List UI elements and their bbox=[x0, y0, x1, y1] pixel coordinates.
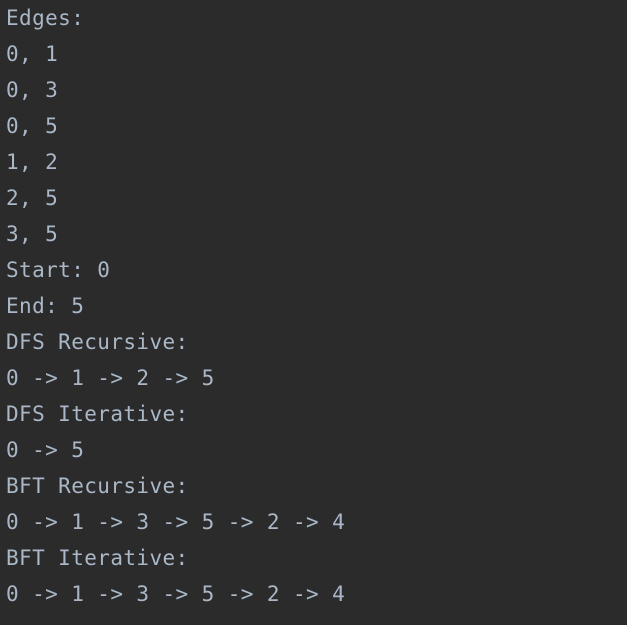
console-line-end: End: 5 bbox=[6, 294, 85, 318]
console-line-dfs-iterative-header: DFS Iterative: bbox=[6, 402, 189, 426]
console-line-bft-iterative-path: 0 -> 1 -> 3 -> 5 -> 2 -> 4 bbox=[6, 582, 346, 606]
console-line-dfs-recursive-path: 0 -> 1 -> 2 -> 5 bbox=[6, 366, 215, 390]
console-line-dfs-iterative-path: 0 -> 5 bbox=[6, 438, 85, 462]
console-line-start: Start: 0 bbox=[6, 258, 111, 282]
console-line-edges-header: Edges: bbox=[6, 6, 85, 30]
console-line-edge: 0, 5 bbox=[6, 114, 59, 138]
console-line-bft-recursive-header: BFT Recursive: bbox=[6, 474, 189, 498]
console-line-edge: 1, 2 bbox=[6, 150, 59, 174]
console-line-edge: 0, 1 bbox=[6, 42, 59, 66]
console-line-edge: 0, 3 bbox=[6, 78, 59, 102]
console-line-edge: 3, 5 bbox=[6, 222, 59, 246]
console-line-edge: 2, 5 bbox=[6, 186, 59, 210]
console-line-bft-recursive-path: 0 -> 1 -> 3 -> 5 -> 2 -> 4 bbox=[6, 510, 346, 534]
console-line-dfs-recursive-header: DFS Recursive: bbox=[6, 330, 189, 354]
console-line-bft-iterative-header: BFT Iterative: bbox=[6, 546, 189, 570]
